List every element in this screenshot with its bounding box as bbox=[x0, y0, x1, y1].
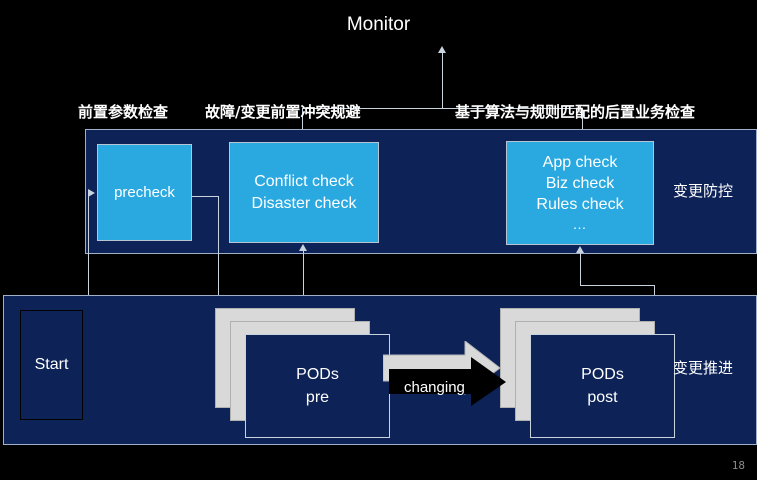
box-conflict-line2: Disaster check bbox=[251, 194, 357, 212]
box-app-check[interactable]: App check Biz check Rules check … bbox=[506, 141, 654, 245]
box-conflict-line1: Conflict check bbox=[254, 173, 354, 191]
label-conflict-cn: 故障/变更前置冲突规避 bbox=[205, 103, 361, 121]
box-precheck-label: precheck bbox=[114, 183, 175, 201]
connector-precheck-down bbox=[218, 196, 219, 331]
connector-appcheck-riser bbox=[580, 252, 581, 285]
box-conflict-check[interactable]: Conflict check Disaster check bbox=[229, 142, 379, 243]
connector-start-riser bbox=[88, 196, 89, 342]
monitor-label: Monitor bbox=[346, 14, 411, 35]
stack-pods-post[interactable]: PODs post bbox=[500, 308, 675, 438]
box-appcheck-line1: App check bbox=[542, 154, 618, 172]
connector-appcheck-arrow-icon bbox=[576, 246, 584, 253]
monitor-bracket-horizontal bbox=[302, 108, 583, 109]
pods-post-line2: post bbox=[587, 389, 618, 406]
box-appcheck-line2: Biz check bbox=[545, 175, 615, 193]
connector-appcheck-elbow bbox=[580, 285, 655, 286]
connector-pods-pre-up-line bbox=[303, 250, 304, 308]
connector-conflict-arrow-icon bbox=[299, 244, 307, 251]
stack-pods-pre[interactable]: PODs pre bbox=[215, 308, 390, 438]
box-precheck[interactable]: precheck bbox=[97, 144, 192, 241]
stack-pods-post-front: PODs post bbox=[530, 334, 675, 438]
stack-pods-pre-front: PODs pre bbox=[245, 334, 390, 438]
box-start-label: Start bbox=[34, 356, 69, 373]
monitor-riser-line bbox=[442, 52, 443, 108]
changing-arrow-icon[interactable] bbox=[389, 357, 507, 407]
monitor-bracket-right-leg bbox=[582, 108, 583, 130]
label-postcheck-cn: 基于算法与规则匹配的后置业务检查 bbox=[455, 103, 696, 121]
pods-pre-line2: pre bbox=[305, 389, 330, 406]
label-precheck-cn: 前置参数检查 bbox=[78, 103, 169, 121]
band-label-change-rollout: 变更推进 bbox=[673, 359, 734, 377]
box-appcheck-line3: Rules check bbox=[536, 196, 624, 214]
box-start[interactable]: Start bbox=[20, 310, 83, 420]
connector-precheck-out-horizontal bbox=[192, 196, 219, 197]
monitor-arrow-icon bbox=[438, 46, 446, 53]
connector-precheck-arrow-icon bbox=[88, 189, 95, 197]
changing-label: changing bbox=[404, 379, 465, 396]
pods-pre-line1: PODs bbox=[296, 365, 339, 383]
monitor-bracket-left-leg bbox=[302, 108, 303, 130]
band-label-change-control: 变更防控 bbox=[673, 182, 734, 200]
box-appcheck-ellipsis: … bbox=[572, 216, 588, 233]
pods-post-line1: PODs bbox=[581, 365, 624, 383]
page-number: 18 bbox=[731, 459, 745, 472]
